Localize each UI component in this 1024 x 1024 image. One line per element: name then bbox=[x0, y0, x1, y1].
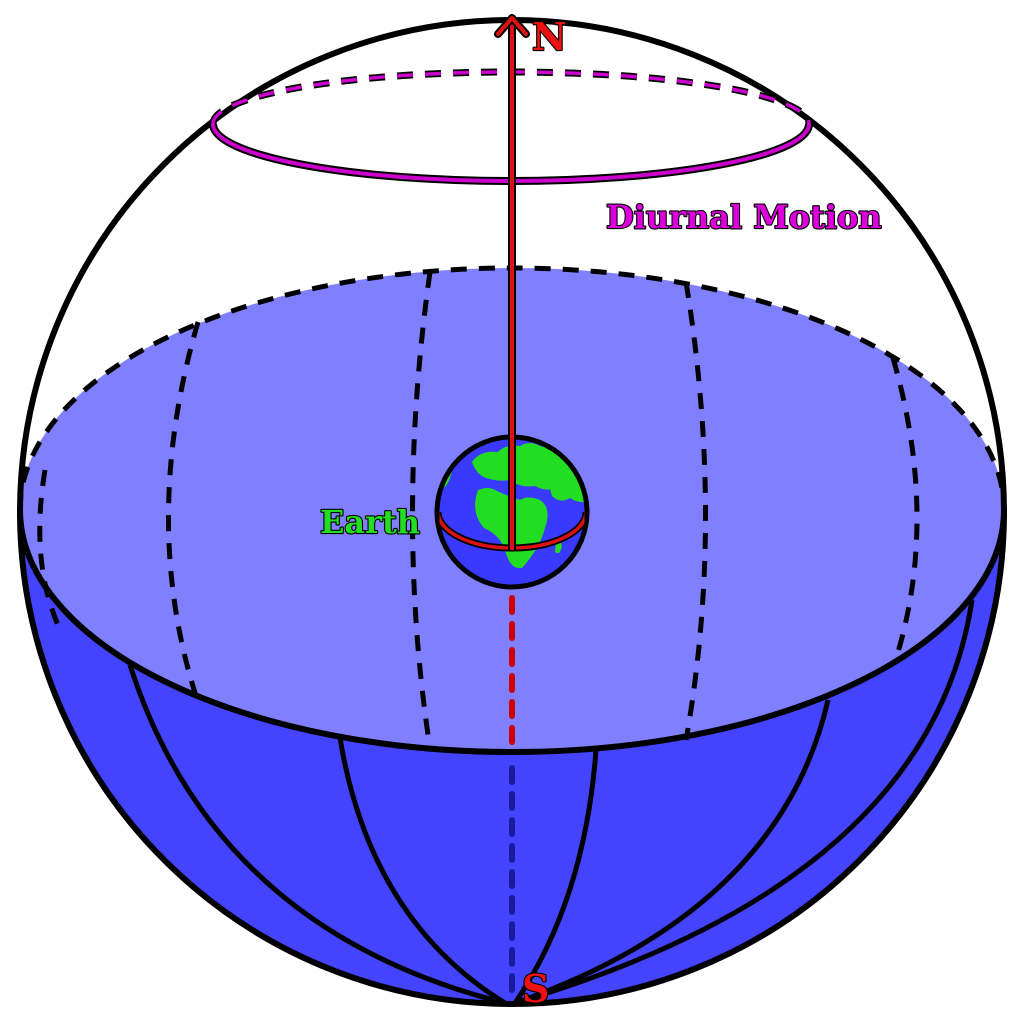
meridian-line bbox=[512, 749, 599, 1005]
north-axis bbox=[494, 14, 530, 550]
meridian-line bbox=[127, 664, 506, 1006]
hidden-meridians bbox=[37, 271, 920, 749]
horizon-front-edge bbox=[17, 509, 1007, 755]
north-pole-label: N bbox=[532, 14, 567, 59]
diurnal-motion-label: Diurnal Motion bbox=[606, 198, 882, 236]
earth-label: Earth bbox=[320, 503, 420, 541]
hidden-meridian bbox=[890, 357, 920, 663]
hidden-meridian bbox=[683, 281, 708, 741]
south-pole-label: S bbox=[522, 966, 549, 1011]
meridian-line bbox=[514, 599, 975, 1006]
island-uk bbox=[488, 459, 496, 469]
meridian-line bbox=[337, 737, 507, 1006]
lower-meridians bbox=[127, 599, 975, 1006]
hidden-meridian bbox=[410, 271, 433, 749]
north-arrowhead bbox=[496, 16, 528, 36]
meridian-line bbox=[514, 699, 831, 1006]
hidden-meridian bbox=[37, 469, 61, 626]
